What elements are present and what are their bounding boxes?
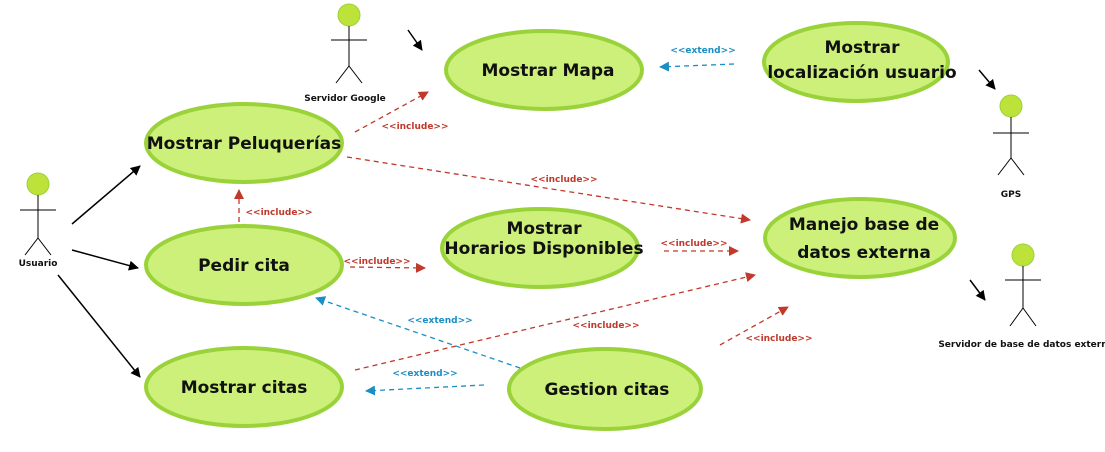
include-label: <<include>> bbox=[572, 321, 639, 331]
usecase-mostrar-mapa: Mostrar Mapa bbox=[444, 29, 644, 111]
include-gestion-bd bbox=[719, 306, 789, 346]
assoc-usuario-peluquerias bbox=[71, 165, 141, 225]
extend-gestion-citas bbox=[365, 384, 485, 396]
assoc-usuario-pedir-cita bbox=[71, 249, 139, 271]
include-label: <<include>> bbox=[660, 239, 727, 249]
actor-head-icon bbox=[26, 172, 50, 196]
actor-label-servidor-google: Servidor Google bbox=[304, 94, 386, 104]
assoc-google-mapa bbox=[407, 29, 423, 51]
usecase-label-line1: Manejo base de bbox=[789, 215, 939, 235]
extend-label: <<extend>> bbox=[392, 369, 457, 379]
extend-label: <<extend>> bbox=[670, 46, 735, 56]
extend-localizacion-mapa bbox=[659, 61, 735, 72]
assoc-localizacion-gps bbox=[978, 69, 996, 90]
extend-label: <<extend>> bbox=[407, 316, 472, 326]
actor-label-gps: GPS bbox=[1001, 190, 1021, 200]
extend-gestion-pedircita bbox=[315, 296, 521, 369]
actor-head-icon bbox=[337, 3, 361, 27]
include-citas-bd bbox=[354, 272, 756, 371]
include-label: <<include>> bbox=[530, 175, 597, 185]
usecase-label-line1: Mostrar bbox=[824, 38, 900, 58]
usecase-label: Pedir cita bbox=[198, 256, 290, 276]
usecase-gestion-citas: Gestion citas bbox=[507, 347, 703, 431]
actor-label-servidor-bd: Servidor de base de datos externa bbox=[938, 340, 1105, 350]
actor-servidor-bd bbox=[1005, 243, 1041, 327]
include-relations bbox=[234, 91, 789, 371]
actor-usuario bbox=[20, 172, 56, 256]
usecase-pedir-cita: Pedir cita bbox=[144, 224, 344, 306]
usecase-label: Mostrar Mapa bbox=[481, 61, 614, 81]
usecase-label-line1: Mostrar bbox=[506, 219, 582, 239]
include-pedircita-horarios bbox=[349, 262, 426, 273]
associations bbox=[57, 29, 996, 378]
actor-servidor-google bbox=[331, 3, 367, 84]
actor-gps bbox=[993, 94, 1029, 176]
assoc-usuario-mostrar-citas bbox=[57, 274, 141, 378]
actor-head-icon bbox=[1011, 243, 1035, 267]
include-peluquerias-bd bbox=[346, 156, 751, 224]
extend-relations bbox=[315, 61, 735, 396]
usecase-label-line2: Horarios Disponibles bbox=[444, 239, 643, 259]
include-label: <<include>> bbox=[245, 208, 312, 218]
include-peluquerias-mapa bbox=[354, 91, 429, 133]
usecase-label: Gestion citas bbox=[545, 380, 670, 400]
usecase-mostrar-localizacion: Mostrar localización usuario bbox=[762, 21, 957, 103]
usecase-mostrar-horarios: Mostrar Horarios Disponibles bbox=[440, 207, 644, 289]
usecase-mostrar-peluquerias: Mostrar Peluquerías bbox=[144, 102, 344, 184]
include-label: <<include>> bbox=[343, 257, 410, 267]
include-label: <<include>> bbox=[381, 122, 448, 132]
usecase-manejo-base-datos: Manejo base de datos externa bbox=[763, 197, 957, 279]
include-label: <<include>> bbox=[745, 334, 812, 344]
usecase-label-line2: datos externa bbox=[797, 243, 931, 263]
usecase-label: Mostrar citas bbox=[181, 378, 308, 398]
actor-label-usuario: Usuario bbox=[19, 259, 58, 269]
actor-head-icon bbox=[999, 94, 1023, 118]
assoc-bd-servidor bbox=[969, 279, 986, 301]
usecase-label: Mostrar Peluquerías bbox=[147, 134, 342, 154]
usecase-mostrar-citas: Mostrar citas bbox=[144, 346, 344, 428]
usecase-label-line2: localización usuario bbox=[767, 63, 956, 83]
